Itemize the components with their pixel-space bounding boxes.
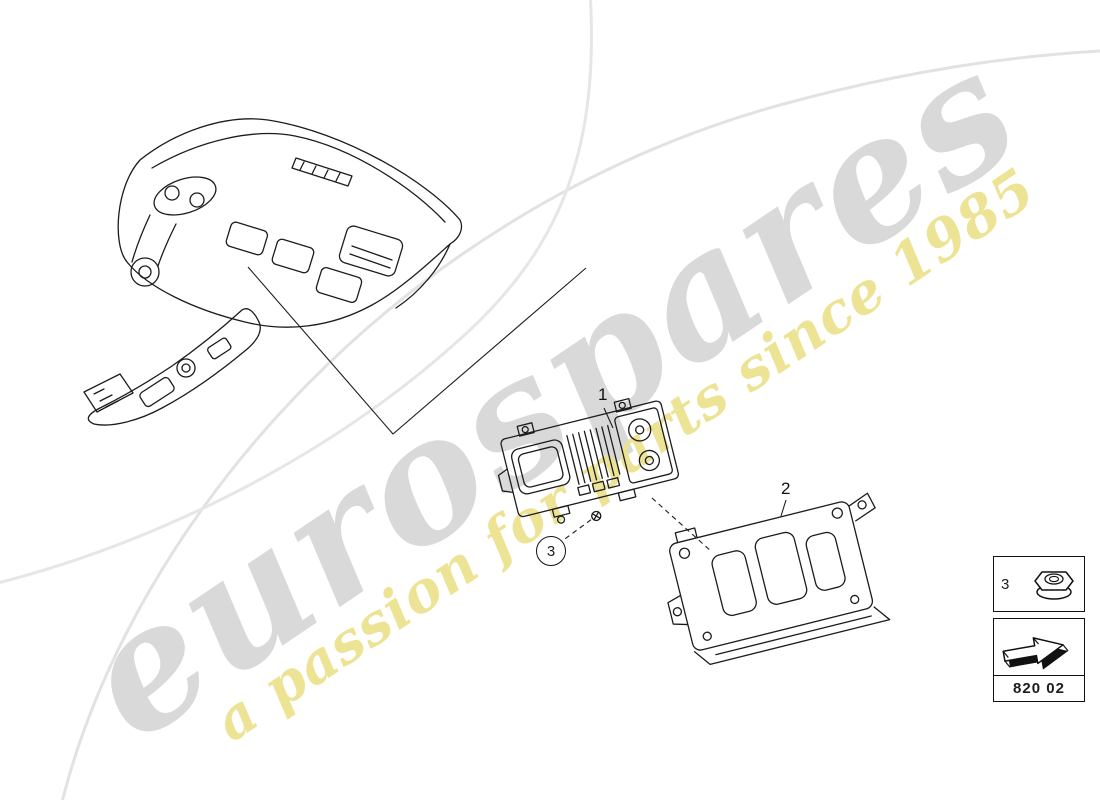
legend-box-item3[interactable]: 3 — [993, 556, 1085, 612]
part-callout-3-circle[interactable]: 3 — [536, 536, 566, 566]
part-group-box[interactable]: 820 02 — [993, 618, 1085, 702]
control-unit-drawing — [497, 397, 680, 524]
dashboard-drawing — [83, 118, 463, 426]
leader-lines — [603, 407, 787, 517]
direction-arrow-icon — [1002, 637, 1069, 670]
locator-lines — [247, 266, 587, 435]
part-callout-2[interactable]: 2 — [781, 479, 791, 498]
bracket-drawing — [667, 492, 891, 666]
legend-item-number: 3 — [1001, 575, 1010, 593]
part-group-code: 820 02 — [1013, 679, 1065, 697]
assembly-dashed-lines — [557, 497, 713, 553]
part-callout-1[interactable]: 1 — [598, 385, 608, 404]
nut-icon — [1034, 571, 1074, 600]
part-group-icon-area — [994, 619, 1084, 676]
screw-item3 — [591, 510, 602, 522]
